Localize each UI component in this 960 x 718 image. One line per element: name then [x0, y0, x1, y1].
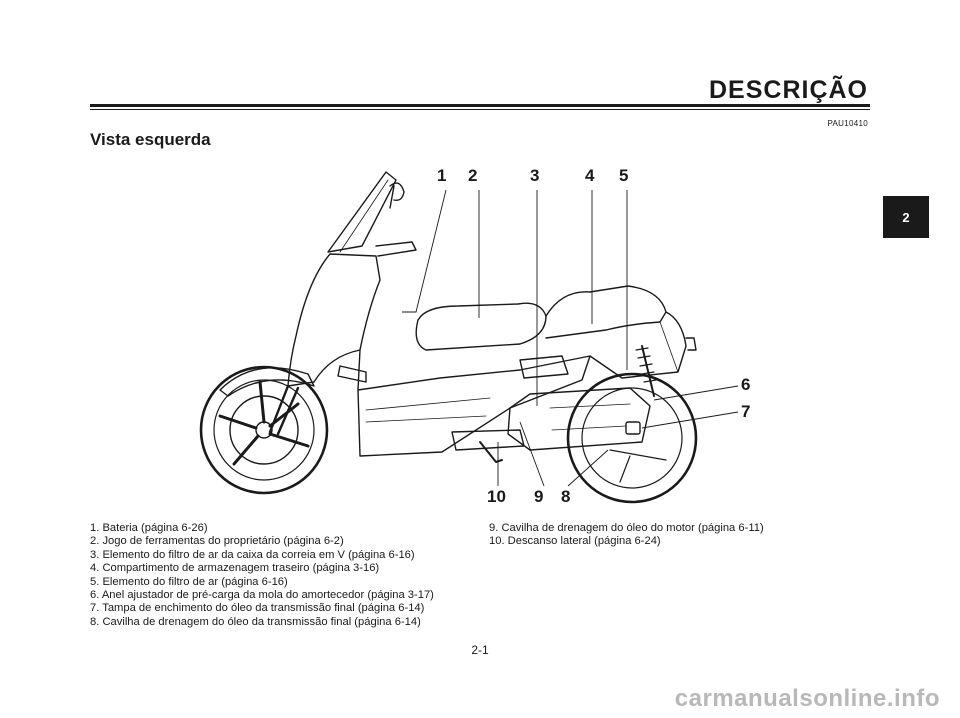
legend-item: 1. Bateria (página 6-26)	[90, 522, 208, 534]
legend-item: 7. Tampa de enchimento do óleo da transm…	[90, 602, 425, 615]
callout-2: 2	[468, 166, 478, 185]
page-number: 2-1	[471, 643, 489, 657]
reference-code: PAU10410	[827, 119, 868, 128]
legend-item: 6. Anel ajustador de pré-carga da mola d…	[90, 589, 434, 602]
section-header-title: DESCRIÇÃO	[708, 76, 868, 104]
chapter-tab[interactable]: 2	[883, 196, 929, 238]
legend-item: 3. Elemento do filtro de ar da caixa da …	[90, 548, 415, 561]
legend-left-column: 1. Bateria (página 6-26) 2. Jogo de ferr…	[90, 522, 480, 629]
header-rule-thin	[90, 109, 870, 110]
watermark[interactable]: carmanualsonline.info	[674, 685, 940, 712]
legend-item: 2. Jogo de ferramentas do proprietário (…	[90, 535, 344, 548]
header-rule-thick	[90, 104, 870, 107]
page-title: Vista esquerda	[90, 130, 211, 149]
legend-item: 5. Elemento do filtro de ar (página 6-16…	[90, 575, 288, 588]
legend-item: 10. Descanso lateral (página 6-24)	[489, 535, 661, 548]
callout-9: 9	[534, 487, 544, 506]
legend-item: 8. Cavilha de drenagem do óleo da transm…	[90, 615, 421, 628]
legend-item: 4. Compartimento de armazenagem traseiro…	[90, 562, 380, 575]
callout-7: 7	[741, 402, 751, 421]
chapter-tab-label: 2	[902, 209, 910, 225]
callout-1: 1	[437, 166, 447, 185]
callout-6: 6	[741, 375, 751, 394]
scooter-illustration	[199, 171, 739, 504]
callout-10: 10	[487, 487, 506, 506]
legend-right-column: 9. Cavilha de drenagem do óleo do motor …	[489, 522, 869, 549]
callout-4: 4	[585, 166, 595, 185]
legend-item: 9. Cavilha de drenagem do óleo do motor …	[489, 522, 764, 534]
callout-8: 8	[561, 487, 571, 506]
callout-3: 3	[530, 166, 540, 185]
callout-5: 5	[619, 166, 629, 185]
